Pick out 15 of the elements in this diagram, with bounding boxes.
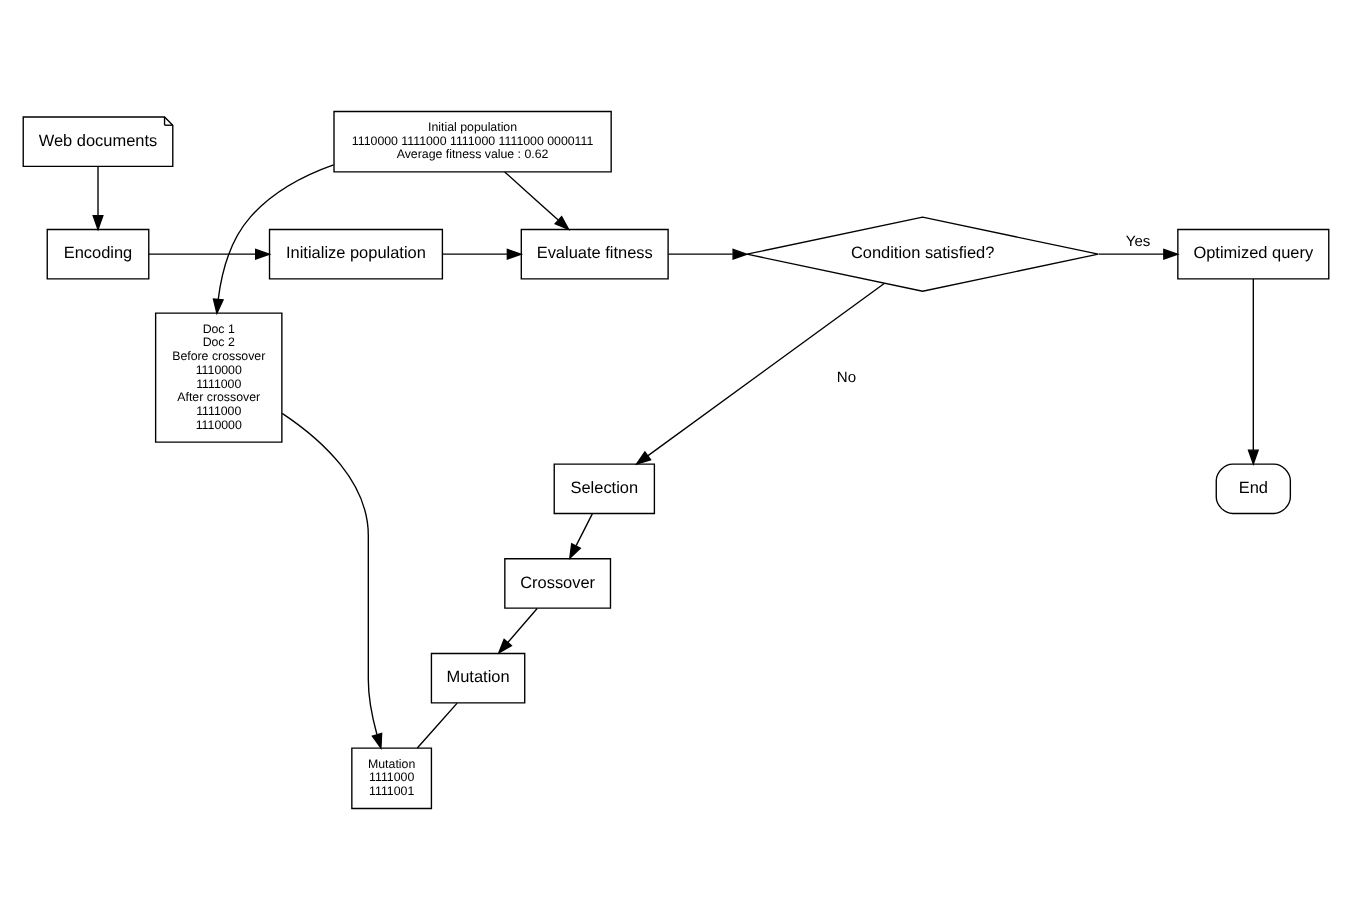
edge-label: No: [836, 367, 857, 386]
edge-label: Yes: [1125, 231, 1151, 250]
arrow: [634, 282, 885, 466]
arrow: [1097, 248, 1180, 260]
connector: [416, 702, 458, 749]
arrow: [442, 248, 524, 260]
arrow: [1247, 278, 1260, 466]
arrow: [667, 248, 749, 260]
arrow: [281, 412, 383, 750]
arrow: [568, 513, 593, 561]
arrow: [148, 248, 272, 260]
arrow: [504, 171, 571, 231]
arrow: [92, 166, 104, 232]
arrow: [497, 607, 538, 655]
arrow: [212, 164, 335, 316]
